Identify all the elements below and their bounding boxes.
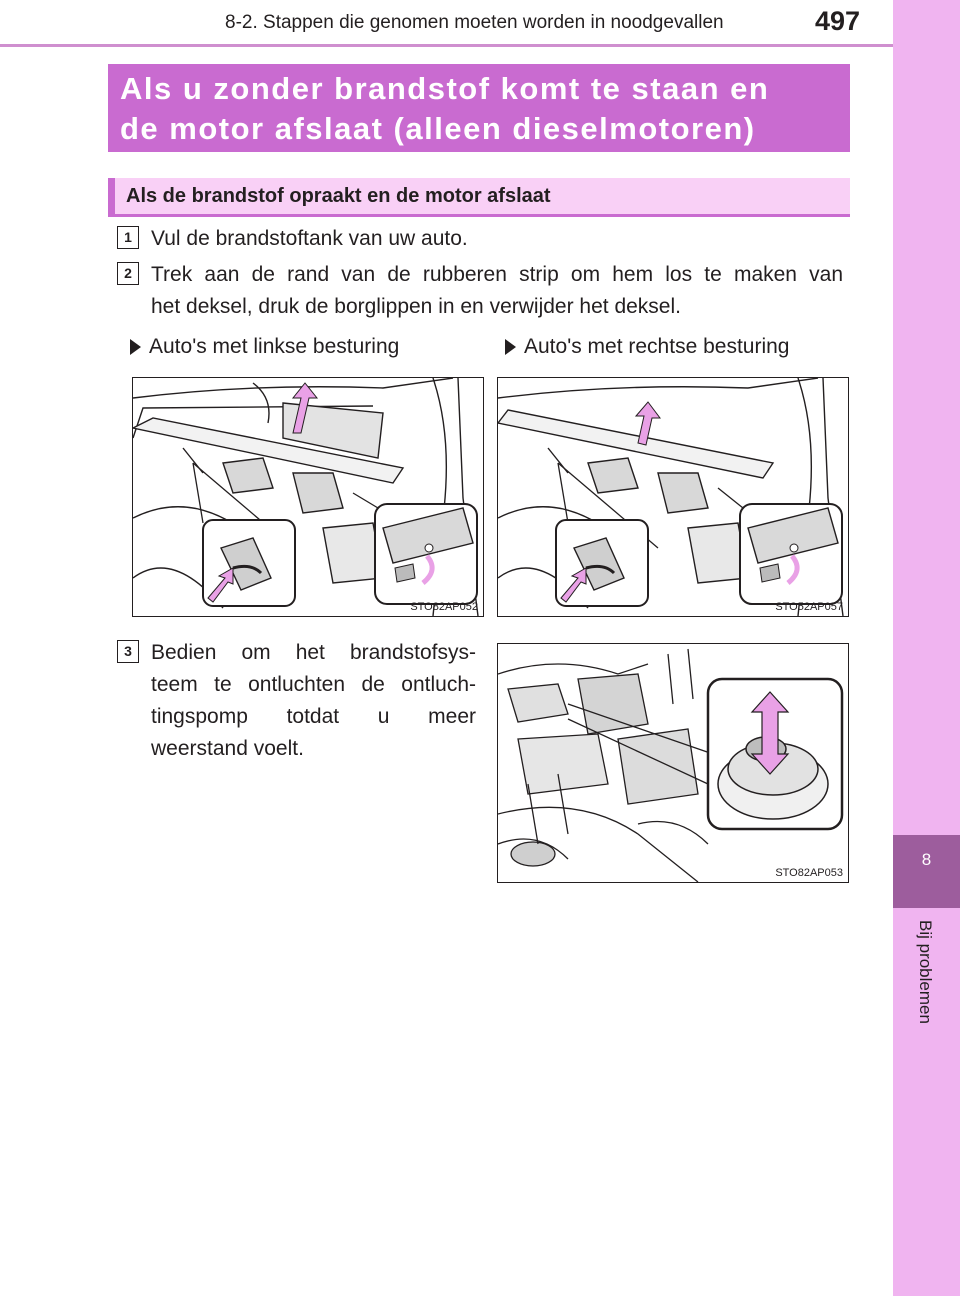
engine-bay-illustration: .	[133, 378, 479, 616]
header-rule	[0, 44, 893, 47]
step-1-line-1: Vul de brandstoftank van uw auto.	[151, 227, 468, 250]
subheading-text: Als de brandstof opraakt en de motor afs…	[126, 185, 551, 207]
step-text-2: Trek aan de rand van de rubberen strip o…	[151, 259, 843, 323]
figure-left-hand-drive: . STO82AP052	[132, 377, 484, 617]
step-number-2: 2	[117, 262, 139, 285]
chapter-number: 8	[921, 850, 932, 869]
triangle-bullet-icon	[130, 339, 141, 356]
section-title-box: Als u zonder brandstof komt te staan en …	[108, 64, 850, 152]
step-3-line-3: tingspomp totdat u meer	[151, 705, 476, 728]
subheading-bar	[108, 178, 115, 217]
priming-pump-illustration	[498, 648, 844, 882]
chapter-sidebar	[893, 0, 960, 1296]
chapter-tab[interactable]	[893, 835, 960, 908]
caption-left: Auto's met linkse besturing	[130, 335, 399, 359]
step-number-1: 1	[117, 226, 139, 249]
step-3-line-4: weerstand voelt.	[151, 737, 304, 760]
caption-right-text: Auto's met rechtse besturing	[524, 335, 790, 358]
section-title-line-1: Als u zonder brandstof komt te staan en	[120, 71, 770, 106]
step-text-3: Bedien om het brandstofsys- teem te ontl…	[151, 637, 476, 765]
figure-code-left: STO82AP052	[410, 601, 478, 613]
step-number-3: 3	[117, 640, 139, 663]
subheading-box: Als de brandstof opraakt en de motor afs…	[108, 178, 850, 217]
page-number: 497	[815, 6, 861, 36]
svg-text:.: .	[423, 604, 426, 615]
figure-code-right: STO52AP057	[775, 601, 843, 613]
caption-left-text: Auto's met linkse besturing	[149, 335, 400, 358]
chapter-label-text: Bij problemen	[916, 920, 935, 1024]
engine-bay-illustration	[498, 378, 844, 616]
step-2-line-2: het deksel, druk de borglippen in en ver…	[151, 295, 681, 318]
step-2-line-1: Trek aan de rand van de rubberen strip o…	[151, 263, 843, 286]
figure-priming-pump: STO82AP053	[497, 643, 849, 883]
section-title-line-2: de motor afslaat (alleen dieselmotoren)	[120, 111, 756, 146]
section-header: 8-2. Stappen die genomen moeten worden i…	[225, 12, 724, 33]
step-text-1: Vul de brandstoftank van uw auto.	[151, 223, 843, 255]
triangle-bullet-icon	[505, 339, 516, 356]
chapter-label: Bij problemen	[893, 920, 960, 1120]
figure-right-hand-drive: STO52AP057	[497, 377, 849, 617]
step-3-line-1: Bedien om het brandstofsys-	[151, 641, 476, 664]
caption-right: Auto's met rechtse besturing	[505, 335, 789, 359]
step-3-line-2: teem te ontluchten de ontluch-	[151, 673, 476, 696]
figure-code-pump: STO82AP053	[775, 867, 843, 879]
